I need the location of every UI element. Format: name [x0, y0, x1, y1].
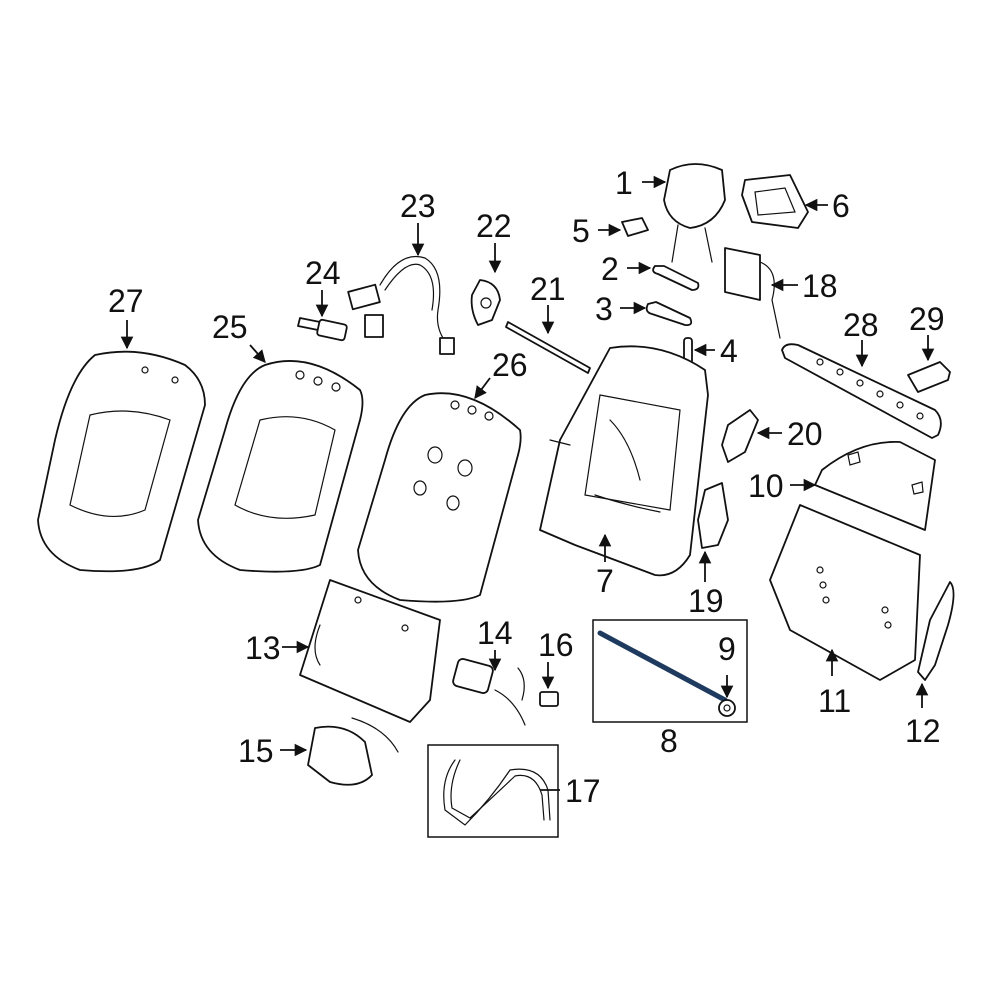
part-29-clip: [907, 361, 951, 393]
part-10-upper-back-panel: [814, 441, 936, 531]
callout-4: 4: [720, 333, 738, 369]
part-23-wiring-harness: [347, 256, 455, 355]
part-9-grommet: [718, 699, 736, 717]
part-20-motor: [721, 409, 759, 463]
part-28-trim-panel: [781, 343, 942, 439]
callout-28: 28: [843, 307, 879, 343]
callout-17: 17: [565, 773, 601, 809]
callout-29: 29: [909, 301, 945, 337]
part-5-block: [621, 217, 649, 237]
part-12-side-trim: [917, 581, 955, 681]
callout-16: 16: [538, 627, 574, 663]
callout-8: 8: [660, 723, 678, 759]
part-8-rod-kit: [592, 619, 748, 723]
part-27-seat-back-cover: [37, 350, 206, 573]
leader-lines: [120, 175, 935, 791]
callout-6: 6: [832, 188, 850, 224]
callout-7: 7: [596, 563, 614, 599]
callout-18: 18: [802, 268, 838, 304]
callout-11: 11: [818, 683, 851, 719]
part-13-lumbar-frame: [299, 579, 441, 723]
callout-2: 2: [601, 251, 619, 287]
callout-10: 10: [748, 468, 784, 504]
part-1-headrest: [663, 163, 726, 263]
part-3-link: [645, 301, 693, 327]
callout-labels: 1 2 3 4 5 6 7 8 9 10 11 12 13 14 15 16 1…: [108, 165, 945, 809]
part-16-connector: [539, 691, 559, 707]
part-17-hose-kit: [427, 744, 559, 838]
callout-21: 21: [530, 271, 566, 307]
callout-13: 13: [245, 630, 281, 666]
callout-9: 9: [718, 631, 736, 667]
part-18-guide-bracket: [724, 247, 781, 339]
callout-20: 20: [787, 416, 823, 452]
callout-14: 14: [477, 615, 513, 651]
callout-1: 1: [615, 165, 633, 201]
callout-5: 5: [572, 213, 590, 249]
part-24-connector: [297, 317, 348, 342]
part-25-seat-back-cover: [197, 360, 364, 573]
callout-26: 26: [492, 347, 528, 383]
part-6-trim-frame: [741, 174, 809, 229]
callout-12: 12: [905, 713, 941, 749]
part-15-motor-unit: [307, 717, 399, 786]
callout-25: 25: [212, 309, 248, 345]
part-2-link: [652, 265, 700, 291]
part-11-back-panel: [769, 504, 921, 681]
part-19-recliner: [697, 482, 729, 549]
part-21-rod: [505, 321, 591, 374]
callout-15: 15: [238, 733, 274, 769]
part-14-pump: [452, 658, 526, 726]
callout-24: 24: [305, 255, 341, 291]
part-7-seat-back-frame: [539, 345, 709, 577]
callout-27: 27: [108, 283, 144, 319]
callout-22: 22: [476, 208, 512, 244]
callout-3: 3: [595, 291, 613, 327]
callout-19: 19: [688, 583, 724, 619]
callout-23: 23: [400, 188, 436, 224]
part-22-bracket: [470, 279, 501, 326]
part-26-seat-back-cover: [357, 392, 522, 603]
